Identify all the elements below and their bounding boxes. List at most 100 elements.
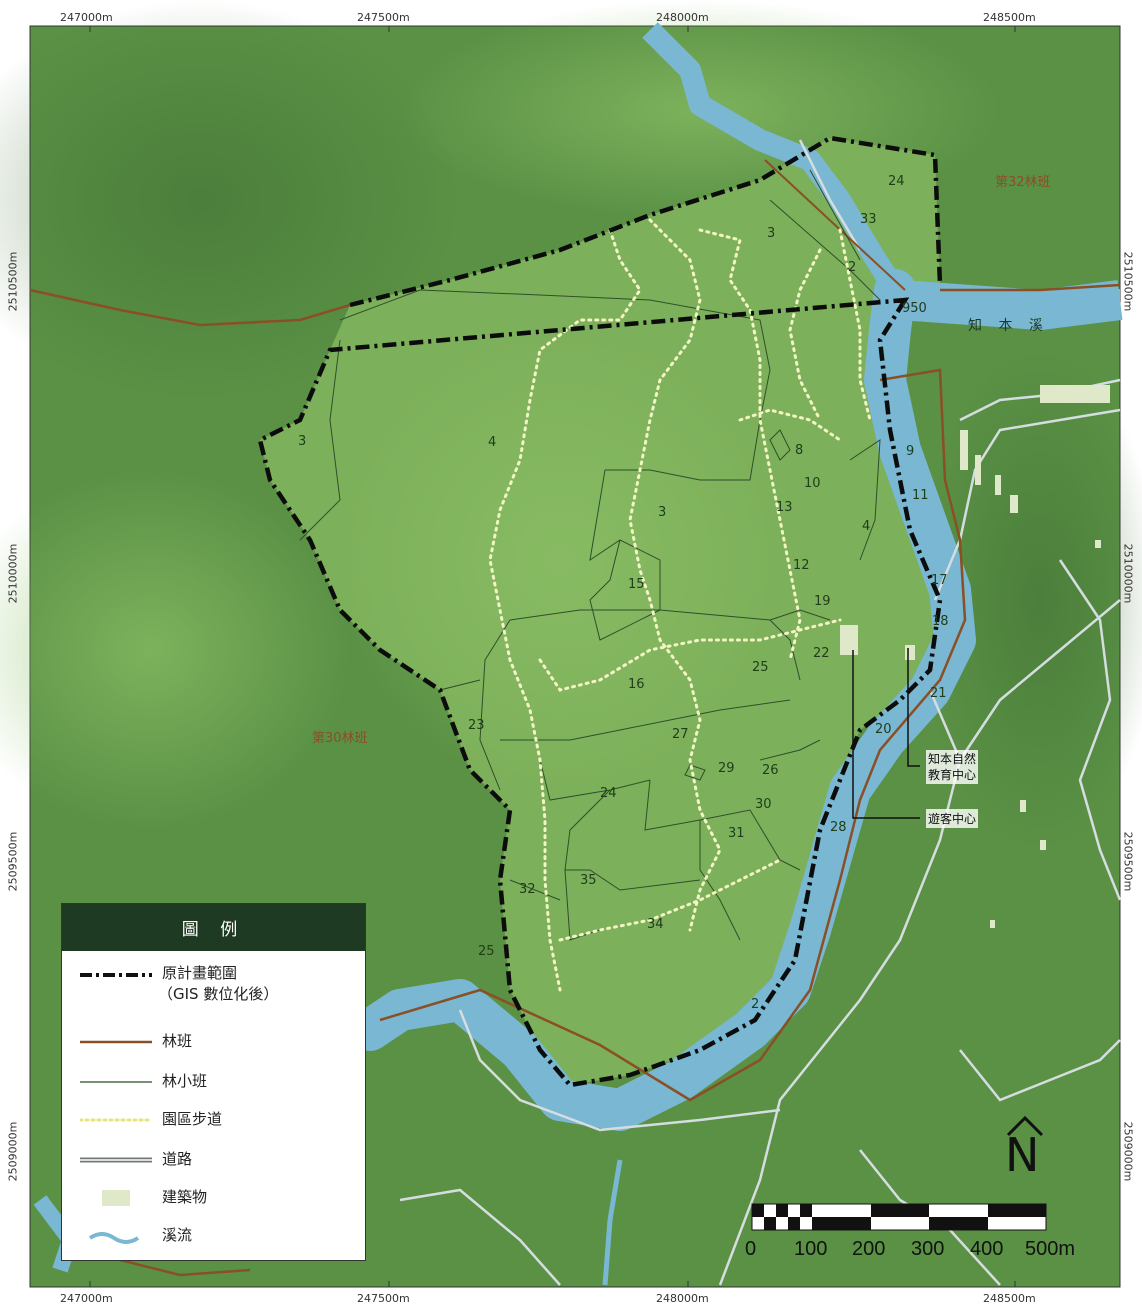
forest-boundary [29, 288, 351, 327]
legend-label: 建築物 [162, 1188, 208, 1206]
forest-boundary [99, 1253, 251, 1277]
forest-boundary-symbol [80, 1040, 152, 1044]
compartment-label: 32 [519, 882, 536, 897]
stream-name: 知 本 溪 [968, 318, 1049, 334]
stream-main [349, 269, 976, 1131]
road [399, 1188, 561, 1286]
compartment-label: 22 [813, 646, 830, 661]
road-symbol [80, 1157, 152, 1163]
legend-label: 溪流 [162, 1226, 193, 1244]
top-tick-label: 247500m [357, 11, 410, 24]
legend-label: 原計畫範圍 [162, 964, 238, 982]
compartment-label: 3 [298, 434, 307, 449]
road [959, 1039, 1121, 1102]
compartment-label: 10 [804, 476, 821, 491]
callout-nature-center-line1: 知本自然 [928, 752, 977, 766]
scale-label: 0 [745, 1238, 757, 1260]
compartment-label: 11 [912, 488, 929, 503]
plan-boundary [257, 135, 943, 1088]
legend-label: 道路 [162, 1150, 193, 1168]
compartment-label: 2 [751, 997, 760, 1012]
stream-tributary [602, 1159, 623, 1286]
compartment-label: 21 [930, 686, 947, 701]
compartment-label: 25 [478, 944, 495, 959]
road [958, 599, 1121, 761]
compartment-label: 16 [628, 677, 645, 692]
compartment-label: 9 [906, 444, 915, 459]
forest-boundary [940, 283, 1121, 292]
compartment-label: 30 [755, 797, 772, 812]
compartment-label: 26 [762, 763, 779, 778]
scale-label: 400 [970, 1238, 1004, 1260]
legend-label: 林班 [162, 1032, 193, 1050]
compartment-label: 15 [628, 577, 645, 592]
callout-visitor-center: 遊客中心 [926, 809, 979, 828]
compartment-label: 35 [580, 873, 597, 888]
bottom-tick-label: 247000m [60, 1292, 113, 1305]
right-tick-label: 2510500m [1121, 251, 1135, 312]
forest-label-ne: 第32林班 [995, 175, 1051, 190]
stream-symbol [88, 1232, 140, 1244]
left-tick-label: 2509500m [6, 831, 20, 892]
trail-symbol [80, 1118, 152, 1122]
scale-label: 100 [794, 1238, 828, 1260]
road [798, 139, 862, 251]
right-tick-label: 2509500m [1121, 831, 1135, 892]
top-tick-label: 247000m [60, 11, 113, 24]
north-arrow [1006, 1115, 1044, 1137]
compartment-label: 33 [860, 212, 877, 227]
legend-label: 園區步道 [162, 1110, 223, 1128]
forest-label-w: 第30林班 [312, 731, 368, 746]
compartment-label: 17 [931, 573, 948, 588]
compartment-label: 13 [776, 500, 793, 515]
callout-line [907, 648, 920, 767]
compartment-label: 3 [658, 505, 667, 520]
left-tick-label: 2510500m [6, 251, 20, 312]
scale-label: 200 [852, 1238, 886, 1260]
bottom-tick-label: 247500m [357, 1292, 410, 1305]
top-tick-label: 248000m [656, 11, 709, 24]
compartment-label: 24 [600, 786, 617, 801]
legend-title: 圖 例 [62, 904, 365, 951]
stream-code: 950 [902, 301, 927, 316]
road [458, 1009, 781, 1132]
sub-compartment-lines [299, 169, 881, 941]
scale-label: 300 [911, 1238, 945, 1260]
compartment-label: 28 [830, 820, 847, 835]
forest-boundary [764, 159, 906, 291]
frame-ticks [89, 26, 1016, 1287]
terrain-shade [0, 0, 460, 400]
left-tick-label: 2510000m [6, 543, 20, 604]
building-symbol [102, 1190, 130, 1206]
compartment-label: 29 [718, 761, 735, 776]
bottom-tick-label: 248000m [656, 1292, 709, 1305]
scale-bar [751, 1203, 1047, 1231]
compartment-label: 25 [752, 660, 769, 675]
right-tick-label: 2509000m [1121, 1121, 1135, 1182]
sub-compartment-symbol [80, 1081, 152, 1083]
compartment-label: 31 [728, 826, 745, 841]
park-trails [488, 218, 872, 992]
legend-sublabel: （GIS 數位化後） [158, 985, 279, 1003]
legend: 圖 例 原計畫範圍 （GIS 數位化後） 林班 林小班 園區步道 道路 建築物 … [61, 903, 366, 1261]
compartment-label: 3 [767, 226, 776, 241]
left-tick-label: 2509000m [6, 1121, 20, 1182]
terrain-shade [340, 330, 780, 790]
top-tick-label: 248500m [983, 11, 1036, 24]
compartment-label: 27 [672, 727, 689, 742]
callout-nature-center-line2: 教育中心 [928, 768, 977, 782]
plan-boundary-symbol [80, 973, 152, 977]
scale-label: 500m [1025, 1238, 1076, 1260]
road [718, 689, 962, 1286]
callout-nature-center: 知本自然 教育中心 [926, 750, 979, 784]
compartment-label: 24 [888, 174, 905, 189]
legend-label: 林小班 [162, 1072, 208, 1090]
compartment-label: 34 [647, 917, 664, 932]
right-tick-label: 2510000m [1121, 543, 1135, 604]
compartment-label: 4 [488, 435, 497, 450]
compartment-label: 12 [793, 558, 810, 573]
compartment-label: 4 [862, 519, 871, 534]
compartment-label: 19 [814, 594, 831, 609]
compartment-label: 20 [875, 722, 892, 737]
